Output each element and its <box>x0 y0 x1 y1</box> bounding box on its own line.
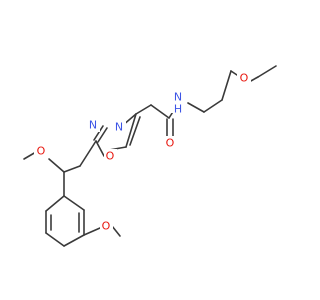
methoxy-oxygen-atom-1: O <box>34 144 47 158</box>
bond <box>93 125 104 141</box>
atom-labels: N H O O N N O O O <box>34 71 251 233</box>
atom-label: N <box>174 91 182 104</box>
atom-label: O <box>240 72 249 85</box>
bond <box>79 140 97 167</box>
atom-label: N <box>115 121 123 134</box>
bond <box>187 102 205 113</box>
atom-label: N <box>89 119 97 132</box>
ring-oxygen-atom: O <box>104 149 117 163</box>
amide-nitrogen-atom: N H <box>171 91 185 116</box>
bond <box>135 104 152 115</box>
bond <box>221 70 232 101</box>
bond <box>45 195 65 212</box>
bond <box>63 165 81 173</box>
bond <box>97 127 108 143</box>
bond <box>150 104 170 119</box>
bond <box>48 158 65 173</box>
bond <box>111 225 121 237</box>
bond <box>63 195 85 211</box>
bond <box>125 113 137 148</box>
bond <box>45 232 65 247</box>
methoxy-oxygen-atom-2: O <box>100 219 113 233</box>
atom-label: H <box>174 103 182 116</box>
bond <box>257 65 277 78</box>
bond <box>63 234 85 247</box>
atom-label: O <box>102 220 111 233</box>
atom-label: O <box>37 145 46 158</box>
carbonyl-oxygen-atom: O <box>164 136 176 150</box>
bond <box>83 227 101 236</box>
atom-label: O <box>106 150 115 163</box>
bond <box>203 99 223 113</box>
ring-nitrogen-atom-1: N <box>113 120 126 134</box>
bonds <box>23 65 277 247</box>
bond <box>129 116 141 146</box>
molecule-structure-diagram: N H O O N N O O O <box>23 65 277 247</box>
ring-nitrogen-atom-2: N <box>87 118 100 132</box>
bond <box>95 140 105 157</box>
ether-oxygen-atom: O <box>237 71 251 85</box>
atom-label: O <box>166 137 175 150</box>
